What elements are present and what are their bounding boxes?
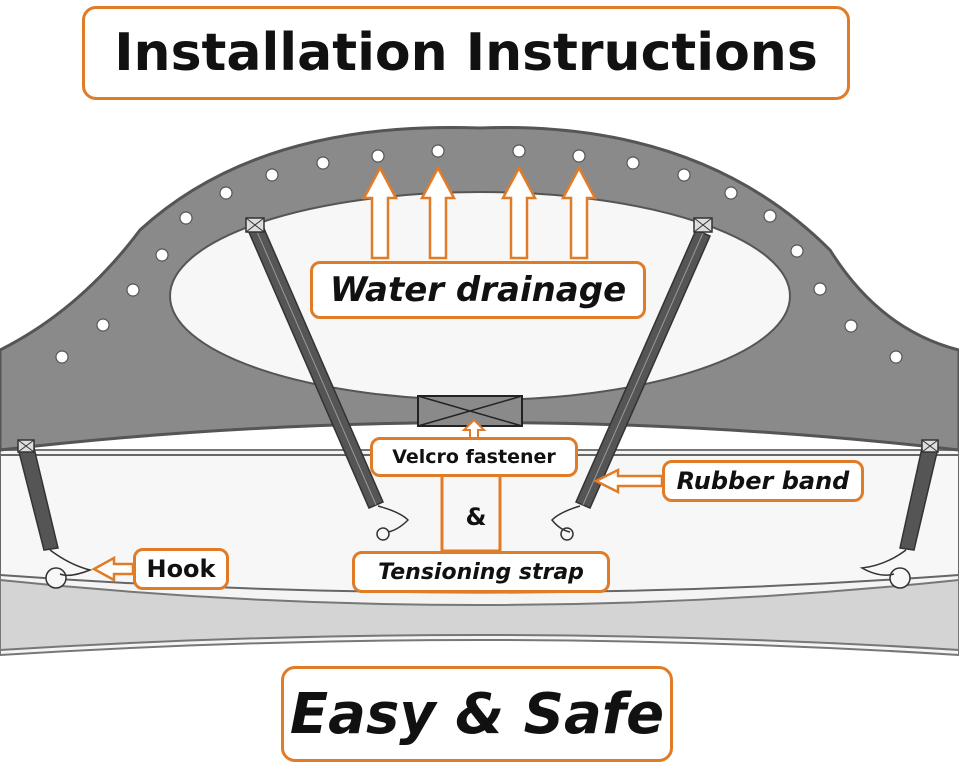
water-drainage-label: Water drainage (310, 261, 646, 319)
hook-label: Hook (133, 548, 229, 590)
rubber-band-right (575, 217, 713, 509)
footer-tagline: Easy & Safe (281, 666, 673, 762)
rubber-band-label: Rubber band (662, 460, 864, 502)
drainage-holes (55, 144, 903, 364)
outer-frame (0, 578, 959, 652)
hook-center-right (550, 505, 581, 541)
hook-center-left (376, 505, 410, 541)
rubber-band-far-left (17, 439, 59, 551)
hook-right (859, 549, 911, 589)
ampersand-label: & (465, 503, 487, 531)
velcro-arrow (461, 418, 487, 439)
tensioning-strap-label: Tensioning strap (352, 551, 610, 593)
hook-left (45, 549, 93, 589)
rubber-band-left (245, 217, 384, 509)
rubber-band-arrow (593, 467, 664, 495)
velcro-fastener-label: Velcro fastener (370, 437, 578, 477)
drainage-arrows (361, 165, 598, 260)
velcro-patch (417, 395, 523, 427)
hook-arrow (91, 555, 135, 583)
page-title: Installation Instructions (82, 6, 850, 100)
rubber-band-far-right (899, 439, 939, 551)
